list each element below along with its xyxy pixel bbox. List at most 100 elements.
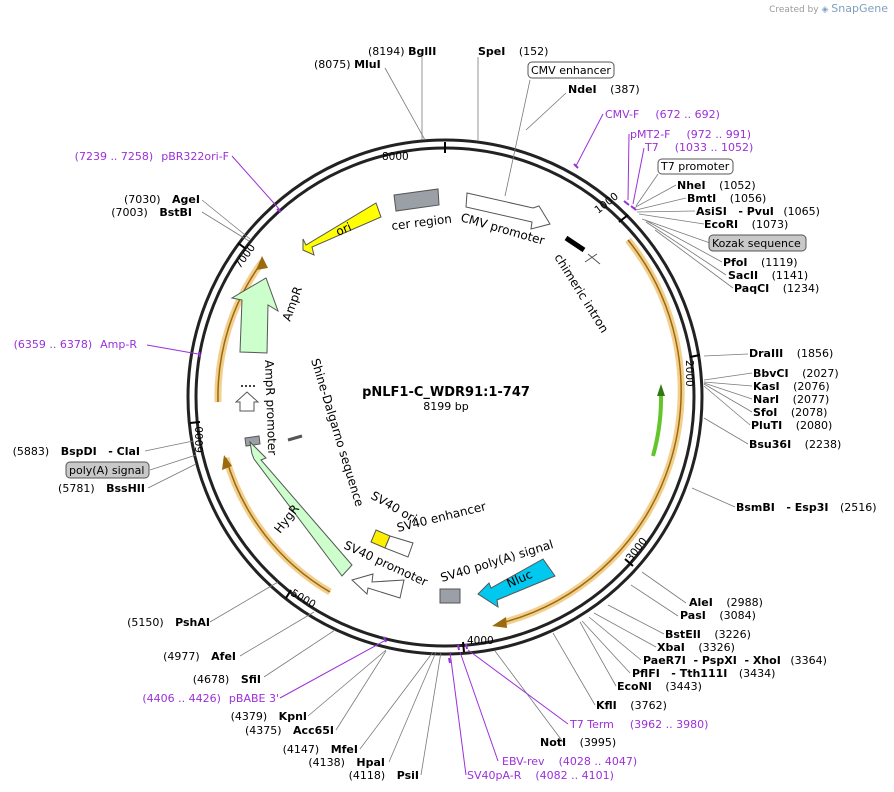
- site-pos: (2076): [793, 380, 830, 393]
- site-draiii: DraIII (1856): [749, 347, 833, 360]
- site-pos: (3326): [698, 641, 735, 654]
- tick-label-5000: 5000: [289, 587, 318, 611]
- orf-arrowhead-bottom: [222, 455, 232, 470]
- site-name: SpeI: [478, 45, 505, 58]
- site-sacii: SacII (1141): [728, 269, 808, 282]
- t7-promoter-leader: [635, 173, 659, 207]
- site-psii: (4118) PsiI: [349, 769, 419, 782]
- site-pfoi: PfoI (1119): [723, 256, 798, 269]
- primer-name: T7 Term: [569, 718, 614, 731]
- site-leader-line: [581, 620, 631, 674]
- site-pos: (7003): [111, 206, 148, 219]
- chimeric-intron-line: [584, 253, 598, 263]
- primer-marker: [465, 643, 468, 650]
- sv40-polya-box: [439, 588, 461, 604]
- site-pflfi: PflFI - Tth111I (3434): [632, 667, 775, 680]
- primer-amp-r: (6359 .. 6378)Amp-R: [14, 338, 138, 351]
- site-pos: (2516): [840, 501, 877, 514]
- primer-range: (972 .. 991): [687, 128, 752, 141]
- orf-arc-right-core: [504, 239, 682, 623]
- site-name: DraIII: [749, 347, 783, 360]
- site-leader-line: [641, 571, 687, 604]
- site-bsmbi: BsmBI - Esp3I (2516): [736, 501, 877, 514]
- tick-label-4000: 4000: [467, 635, 494, 647]
- primer-name: pBABE 3': [229, 692, 279, 705]
- t7-promoter-box: [657, 158, 734, 175]
- cer-region-label: cer region: [391, 212, 453, 233]
- primer-leader-line: [627, 133, 630, 201]
- site-name: AgeI: [172, 193, 200, 206]
- primer-name: T7: [644, 141, 659, 154]
- site-pos: (4138): [308, 756, 345, 769]
- primer-marker: [448, 657, 451, 664]
- site-pos: (387): [610, 83, 640, 96]
- site-name: KasI: [753, 380, 780, 393]
- primer-range: (3962 .. 3980): [630, 718, 709, 731]
- primer-name: CMV-F: [605, 108, 639, 121]
- site-nari: NarI (2077): [753, 393, 829, 406]
- site-name: BmtI: [687, 192, 716, 205]
- primer-range: (4406 .. 4426): [142, 692, 221, 705]
- site-pos: (3443): [665, 680, 702, 693]
- primer-range: (672 .. 692): [655, 108, 720, 121]
- polya-box: [65, 461, 150, 479]
- site-pos: (1073): [752, 218, 789, 231]
- site-leader-line: [201, 211, 250, 242]
- site-leader-line: [607, 604, 665, 635]
- primer-marker: [623, 200, 630, 206]
- site-pasi: PasI (3084): [680, 609, 756, 622]
- site-name: Acc65I: [293, 724, 334, 737]
- site-pos: (2078): [791, 406, 828, 419]
- primer-pbabe-3: (4406 .. 4426) pBABE 3': [142, 692, 279, 705]
- site-pos: (152): [519, 45, 549, 58]
- site-xbai: XbaI (3326): [657, 641, 735, 654]
- chimeric-intron-mark: [564, 235, 586, 253]
- tick-mark: [624, 558, 634, 567]
- orf-arc-left-bottom-core: [225, 457, 331, 593]
- primer-leader-lines: [146, 113, 645, 776]
- site-alei: AleI (2988): [689, 596, 763, 609]
- ampr-promoter-label: AmpR promoter: [262, 360, 279, 456]
- site-name: AsiSI - PvuI: [696, 205, 774, 218]
- ori-arrow: [302, 202, 382, 256]
- site-econi: EcoNI (3443): [617, 680, 702, 693]
- ampr-promoter-arrow: [234, 391, 260, 412]
- site-name: XbaI: [657, 641, 685, 654]
- cmv-enhancer-label: CMV enhancer: [531, 64, 611, 77]
- site-name: BssHII: [106, 482, 145, 495]
- credit-brand: SnapGene: [831, 2, 888, 15]
- site-kfli: KflI (3762): [596, 699, 667, 712]
- primer-marker: [457, 644, 460, 651]
- orf-arrowhead-right: [492, 617, 507, 628]
- plasmid-name: pNLF1-C_WDR91:1-747: [362, 385, 530, 400]
- site-pos: (2027): [802, 367, 839, 380]
- site-leader-line: [239, 611, 315, 657]
- site-leader-line: [654, 229, 734, 289]
- tick-mark: [618, 214, 629, 223]
- site-name: BstEII: [665, 628, 701, 641]
- site-mfei: (4147) MfeI: [283, 743, 358, 756]
- site-leader-line: [703, 383, 753, 413]
- site-leader-line: [703, 372, 753, 381]
- site-pshai: (5150) PshAI: [127, 616, 210, 629]
- tick-label-6000: 6000: [194, 426, 206, 453]
- site-name: NdeI: [568, 83, 597, 96]
- plasmid-length: 8199 bp: [423, 400, 468, 413]
- site-pos: (3226): [714, 628, 751, 641]
- site-pos: (1856): [797, 347, 834, 360]
- primer-marker: [383, 636, 387, 643]
- primer-pbr322ori-f: (7239 .. 7258)pBR322ori-F: [75, 150, 229, 163]
- primer-marker: [276, 208, 282, 213]
- site-leader-line: [703, 385, 751, 426]
- primer-name: EBV-rev: [502, 755, 545, 768]
- site-leader-line: [494, 650, 564, 743]
- site-afei: (4977) AfeI: [163, 650, 236, 663]
- sv40-enhancer-label: SV40 enhancer: [395, 499, 487, 535]
- site-name: NarI: [753, 393, 779, 406]
- site-name: NheI: [677, 179, 706, 192]
- site-pos: (4118): [349, 769, 386, 782]
- primer-cmv-f: CMV-F (672 .. 692): [605, 108, 720, 121]
- site-name: BstBI: [159, 206, 192, 219]
- site-name: KpnI: [279, 710, 307, 723]
- tick-label-1000: 1000: [592, 190, 620, 216]
